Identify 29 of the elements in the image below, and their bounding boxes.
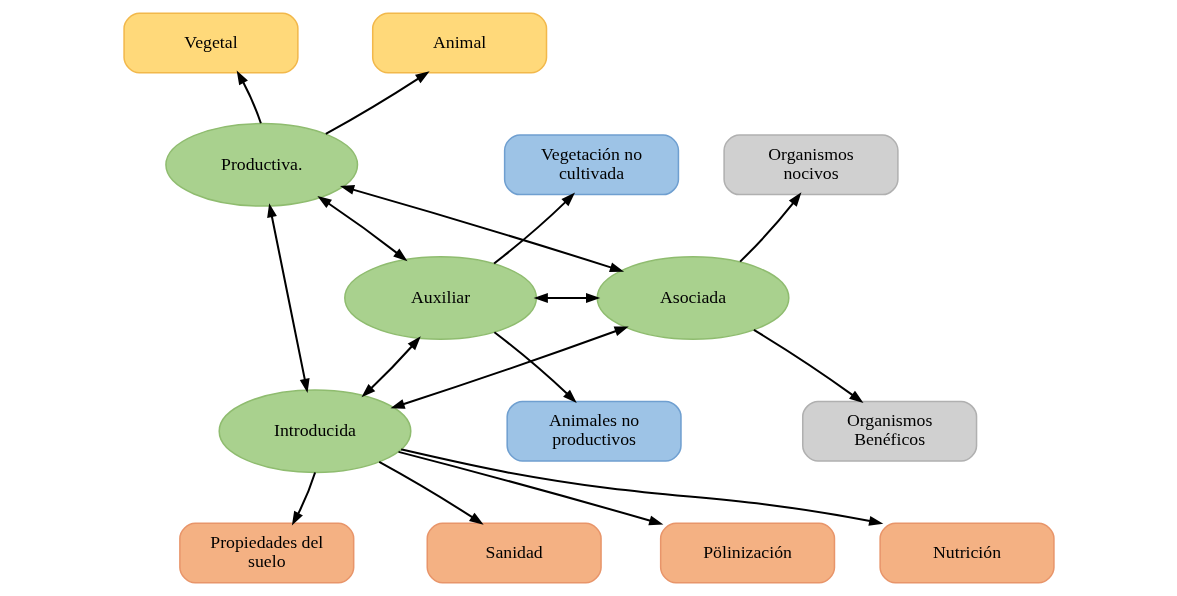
- arrow: [738, 192, 801, 263]
- arrow: [389, 326, 629, 409]
- arrow: [397, 450, 663, 526]
- node-ellipse: Asociada: [596, 256, 790, 340]
- arrow: [378, 461, 484, 525]
- arrow: [291, 472, 316, 526]
- arrow: [339, 185, 624, 273]
- node-ellipse: Introducida: [217, 389, 412, 474]
- arrow: [316, 196, 407, 262]
- arrow: [266, 203, 310, 393]
- arrow: [360, 336, 421, 398]
- node-box: Nutrición: [878, 522, 1055, 584]
- node-box: Vegetal: [122, 12, 299, 74]
- arrow: [324, 71, 430, 135]
- node-box: Sanidad: [426, 522, 602, 584]
- node-box: Organismos Benéficos: [801, 400, 977, 462]
- arrow: [493, 331, 577, 404]
- arrow: [236, 70, 262, 124]
- node-box: Vegetación no cultivada: [503, 134, 679, 196]
- arrow: [492, 192, 575, 265]
- arrow: [400, 448, 883, 526]
- node-box: Propiedades del suelo: [178, 522, 354, 584]
- arrow: [752, 329, 863, 404]
- node-box: Pölinización: [659, 522, 835, 584]
- node-box: Organismos nocivos: [722, 134, 899, 196]
- node-box: Animal: [371, 12, 547, 74]
- node-ellipse: Auxiliar: [343, 256, 537, 340]
- node-box: Animales no productivos: [505, 400, 682, 462]
- arrow: [533, 293, 600, 303]
